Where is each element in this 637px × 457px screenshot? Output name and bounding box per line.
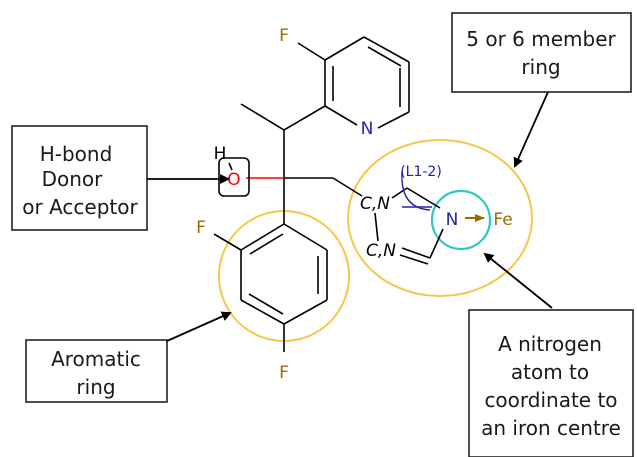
svg-text:atom to: atom to	[511, 360, 589, 384]
central-chain	[240, 103, 363, 224]
fluorine-pyridine-label: F	[279, 26, 289, 46]
aromatic-callout: Aromatic ring	[25, 339, 168, 403]
difluorophenyl-ring	[213, 223, 328, 352]
hydrogen-label: H	[214, 144, 227, 164]
fluorine-para-label: F	[279, 363, 289, 383]
ring-cn-top-label: C,N	[360, 194, 390, 214]
ring-size-arrow	[513, 91, 549, 168]
nitrogen-iron-highlight	[430, 189, 492, 251]
oxygen-highlight-box	[218, 157, 250, 197]
nitrogen-arrow	[483, 252, 553, 309]
svg-text:Aromatic: Aromatic	[51, 347, 141, 371]
aromatic-arrow	[166, 311, 232, 342]
ring-nitrogen-label: N	[446, 210, 459, 230]
svg-text:an iron centre: an iron centre	[481, 416, 621, 440]
svg-text:ring: ring	[76, 375, 115, 399]
nitrogen-callout: A nitrogen atom to coordinate to an iron…	[468, 309, 634, 457]
pyridine-nitrogen-label: N	[361, 119, 374, 139]
svg-text:Donor: Donor	[42, 167, 104, 191]
oxygen-label: O	[227, 170, 240, 190]
svg-text:ring: ring	[521, 55, 560, 79]
ring-link-arc	[401, 171, 431, 211]
iron-label: Fe	[493, 210, 512, 230]
pyridine-ring	[297, 36, 410, 129]
svg-text:or Acceptor: or Acceptor	[22, 195, 138, 219]
svg-text:A nitrogen: A nitrogen	[498, 332, 602, 356]
ring-size-callout: 5 or 6 member ring	[451, 12, 632, 93]
heterocycle-ring	[374, 171, 444, 265]
svg-text:5 or 6 member: 5 or 6 member	[466, 27, 616, 51]
fluorine-ortho-label: F	[196, 218, 206, 238]
aromatic-ring-highlight	[218, 210, 350, 342]
hbond-callout: H-bond Donor or Acceptor	[11, 125, 148, 231]
heterocycle-ring-highlight	[347, 139, 533, 297]
svg-text:coordinate to: coordinate to	[484, 388, 617, 412]
svg-text:H-bond: H-bond	[40, 142, 113, 166]
ring-link-label: (L1-2)	[400, 164, 442, 180]
ring-cn-bottom-label: C,N	[366, 241, 396, 261]
